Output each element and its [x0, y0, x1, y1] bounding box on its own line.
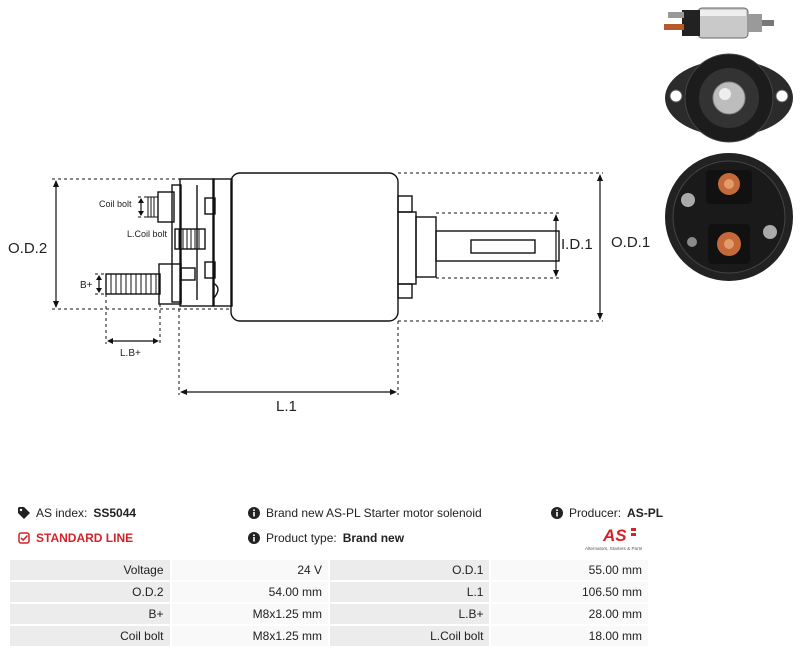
- as-index-label: AS index:: [36, 506, 88, 520]
- label-lb-plus: L.B+: [120, 348, 141, 359]
- spec-label: O.D.1: [330, 560, 490, 580]
- spec-value: 18.00 mm: [491, 626, 648, 646]
- label-l1: L.1: [276, 398, 297, 415]
- spec-label: O.D.2: [10, 582, 170, 602]
- solenoid-front-photo: [665, 53, 793, 143]
- spec-value: 106.50 mm: [491, 582, 648, 602]
- as-index-value: SS5044: [93, 506, 137, 520]
- as-index: AS index: SS5044: [18, 506, 136, 520]
- tag-icon: [18, 507, 30, 519]
- as-pl-logo: AS Alternators, Starters & Parts: [585, 526, 643, 551]
- spec-label: Voltage: [10, 560, 170, 580]
- label-od1: O.D.1: [611, 234, 650, 251]
- label-od2: O.D.2: [8, 240, 47, 257]
- product-type-label: Product type:: [266, 531, 337, 545]
- technical-drawing: O.D.2 O.D.1 I.D.1 L.1 L.B+ B+ Coil bolt …: [8, 172, 650, 415]
- logo-text: AS: [602, 526, 627, 545]
- solenoid-plunger: [435, 230, 560, 262]
- product-type-value: Brand new: [342, 531, 405, 545]
- solenoid-plunger-housing: [415, 216, 437, 278]
- solenoid-body: [230, 172, 399, 322]
- label-id1: I.D.1: [561, 236, 593, 253]
- product-description: Brand new AS-PL Starter motor solenoid: [248, 506, 482, 520]
- standard-line: STANDARD LINE: [18, 531, 133, 545]
- label-b-plus: B+: [80, 280, 93, 291]
- product-type: Product type: Brand new: [248, 531, 404, 545]
- spec-label: L.1: [330, 582, 490, 602]
- description-text: Brand new AS-PL Starter motor solenoid: [266, 506, 482, 520]
- spec-value: M8x1.25 mm: [171, 626, 329, 646]
- spec-label: B+: [10, 604, 170, 624]
- producer-value: AS-PL: [627, 506, 664, 520]
- producer-label: Producer:: [569, 506, 622, 520]
- spec-value: 28.00 mm: [491, 604, 648, 624]
- solenoid-rear-photo: [665, 153, 793, 281]
- logo-tagline: Alternators, Starters & Parts: [585, 546, 643, 551]
- info-icon: [248, 532, 260, 544]
- info-icon: [551, 507, 563, 519]
- label-l-coil-bolt: L.Coil bolt: [127, 229, 168, 239]
- spec-value: M8x1.25 mm: [171, 604, 329, 624]
- solenoid-end-cap: [212, 178, 233, 307]
- producer: Producer: AS-PL: [551, 506, 663, 520]
- spec-value: 24 V: [171, 560, 329, 580]
- spec-label: Coil bolt: [10, 626, 170, 646]
- spec-label: L.B+: [330, 604, 490, 624]
- spec-value: 54.00 mm: [171, 582, 329, 602]
- check-square-icon: [18, 532, 30, 544]
- spec-value: 55.00 mm: [491, 560, 648, 580]
- label-coil-bolt: Coil bolt: [99, 199, 132, 209]
- info-icon: [248, 507, 260, 519]
- product-info: AS index: SS5044 STANDARD LINE Brand new…: [0, 500, 800, 552]
- spec-label: L.Coil bolt: [330, 626, 490, 646]
- solenoid-side-photo: [664, 7, 774, 39]
- standard-line-label: STANDARD LINE: [36, 531, 134, 545]
